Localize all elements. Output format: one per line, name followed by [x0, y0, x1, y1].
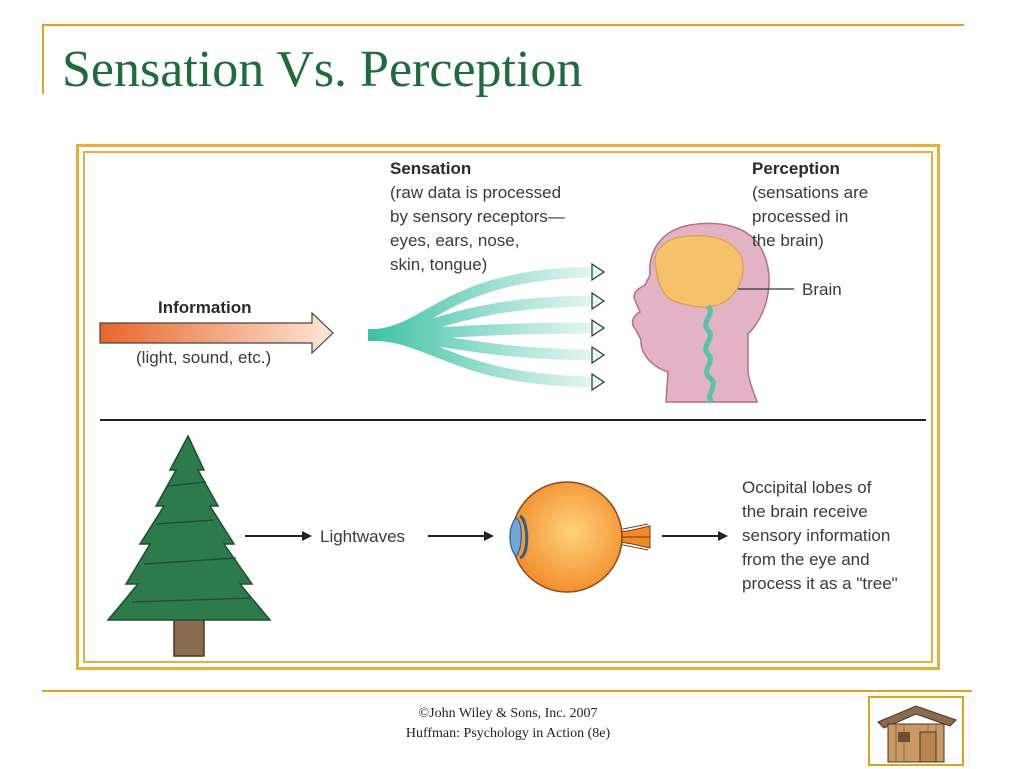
spinal-cord — [703, 304, 716, 404]
sensation-desc-line: (raw data is processed — [390, 183, 562, 202]
occipital-desc-line: from the eye and — [742, 550, 870, 569]
sensation-desc-line: by sensory receptors— — [390, 207, 565, 226]
lightwaves-label: Lightwaves — [320, 527, 406, 546]
eye-to-brain-arrow — [662, 531, 728, 541]
footer-rule — [42, 690, 972, 692]
lightwaves-arrow-right — [428, 531, 494, 541]
slide-title: Sensation Vs. Perception — [62, 41, 583, 98]
diagram-frame-inner — [83, 151, 933, 663]
footer-copyright: ©John Wiley & Sons, Inc. 2007 — [418, 706, 598, 721]
title-rule-left — [42, 24, 44, 94]
occipital-desc-line: Occipital lobes of — [742, 478, 872, 497]
lightwaves-arrow-left — [245, 531, 312, 541]
perception-heading: Perception — [752, 159, 840, 178]
occipital-desc-line: sensory information — [742, 526, 891, 545]
sensation-heading: Sensation — [390, 159, 472, 178]
perception-desc-line: the brain) — [752, 231, 824, 250]
information-arrow — [99, 311, 334, 355]
occipital-desc-line: process it as a "tree" — [742, 574, 898, 593]
brain-label: Brain — [802, 280, 842, 299]
sensation-arrow-base — [368, 329, 376, 341]
sensation-desc-line: skin, tongue) — [390, 255, 488, 274]
title-rule-top — [42, 24, 964, 26]
information-label: Information — [158, 298, 252, 317]
tree-icon — [106, 434, 272, 657]
perception-desc-line: (sensations are — [752, 183, 869, 202]
brain-icon — [654, 235, 744, 308]
perception-desc-line: processed in — [752, 207, 849, 226]
sensation-arrows — [367, 266, 596, 388]
sensation-arrowheads — [591, 262, 606, 392]
outhouse-logo-icon — [868, 696, 964, 766]
information-note: (light, sound, etc.) — [136, 348, 272, 367]
footer-book: Huffman: Psychology in Action (8e) — [405, 726, 611, 741]
sensation-desc-line: eyes, ears, nose, — [390, 231, 520, 250]
footer-credit: ©John Wiley & Sons, Inc. 2007 Huffman: P… — [340, 704, 676, 744]
eye-icon — [509, 481, 651, 593]
occipital-desc-line: the brain receive — [742, 502, 868, 521]
